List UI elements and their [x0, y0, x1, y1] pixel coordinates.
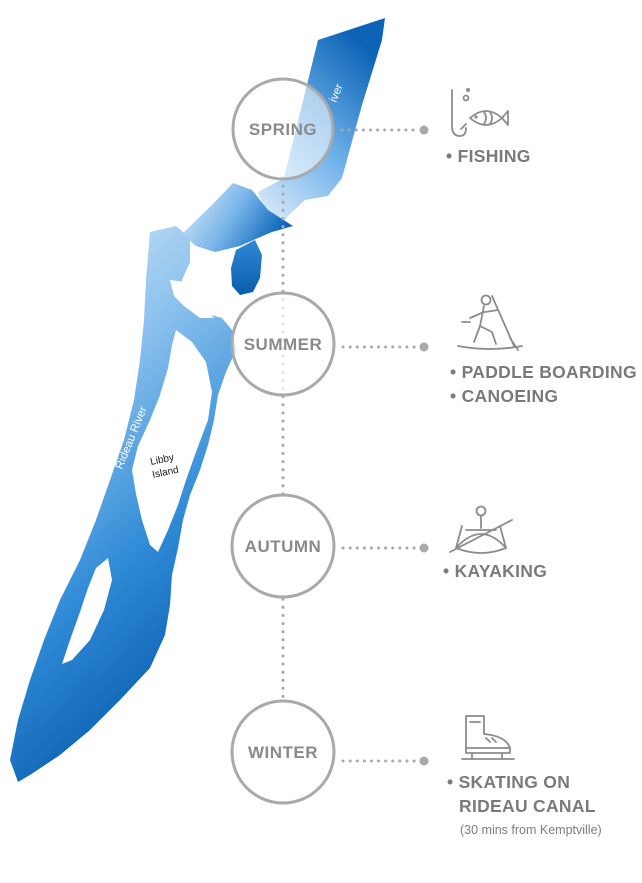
ice-skate-icon [461, 715, 515, 760]
river-bank-notch [170, 280, 214, 318]
season-circle [230, 699, 336, 805]
river-inlet [231, 240, 262, 295]
libby-island [132, 330, 212, 552]
activity-canoeing: • CANOEING [450, 386, 559, 406]
skating-distance-note: (30 mins from Kemptville) [460, 823, 602, 837]
libby-island-label-2: Island [151, 465, 179, 481]
kayaking-icon [449, 505, 513, 554]
season-label: AUTUMN [245, 537, 322, 556]
activity-kayaking: • KAYAKING [443, 561, 548, 581]
activity-rideau-canal: RIDEAU CANAL [459, 796, 596, 816]
river-lower-islet [62, 558, 112, 664]
activity-paddle-boarding: • PADDLE BOARDING [450, 362, 637, 382]
fishing-icon [451, 88, 509, 137]
connector-end-dot [419, 342, 429, 352]
timeline: SPRING SUMMER AUTUMN WINTER [230, 77, 429, 805]
season-label: SUMMER [244, 335, 323, 354]
season-circle [231, 77, 335, 181]
season-label: WINTER [248, 743, 318, 762]
libby-island-label-1: Libby [149, 452, 175, 468]
connector-end-dot [419, 543, 429, 553]
connector-end-dot [419, 125, 429, 135]
season-circle [230, 493, 336, 599]
season-summer: SUMMER [230, 291, 429, 397]
season-winter: WINTER [230, 699, 429, 805]
season-label: SPRING [249, 120, 317, 139]
activity-skating: • SKATING ON [447, 772, 571, 792]
connector-end-dot [419, 756, 429, 766]
river-connector [182, 183, 293, 252]
season-circle [230, 291, 336, 397]
season-spring: SPRING [231, 77, 429, 181]
season-autumn: AUTUMN [230, 493, 429, 599]
activity-fishing: • FISHING [446, 146, 531, 166]
paddle-boarding-icon [457, 294, 523, 351]
